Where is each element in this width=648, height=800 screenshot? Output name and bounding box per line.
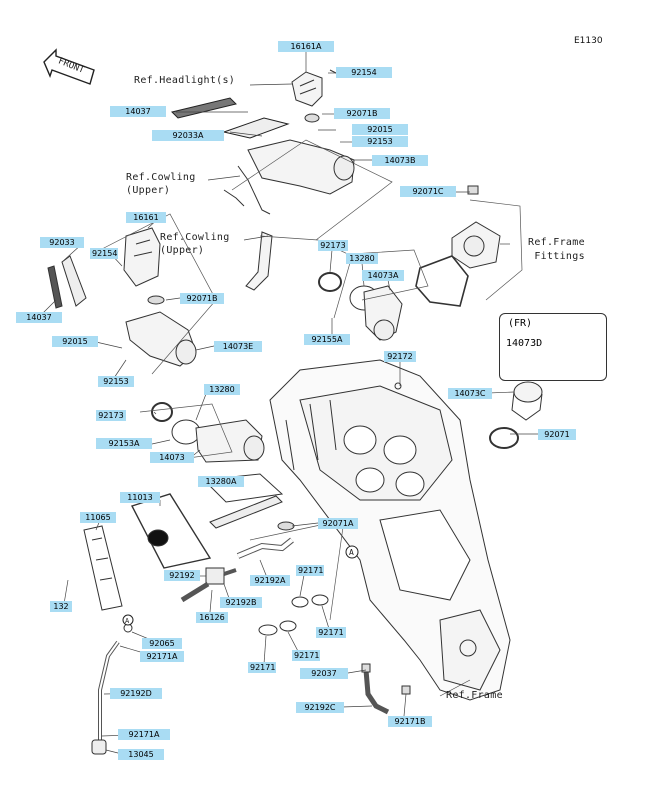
diagram-id: E1130 bbox=[574, 36, 603, 46]
part-label[interactable]: 92171A bbox=[118, 729, 170, 740]
part-label[interactable]: 92033A bbox=[152, 130, 224, 141]
part-label[interactable]: 11013 bbox=[120, 492, 160, 503]
part-label[interactable]: 14037 bbox=[16, 312, 62, 323]
part-label[interactable]: 92153 bbox=[98, 376, 134, 387]
part-label[interactable]: 92153A bbox=[96, 438, 152, 449]
part-label[interactable]: 92171 bbox=[292, 650, 320, 661]
part-label[interactable]: 92153 bbox=[352, 136, 408, 147]
part-label[interactable]: 92192A bbox=[250, 575, 290, 586]
air-filter-drawing bbox=[83, 473, 284, 611]
part-label[interactable]: 92071B bbox=[334, 108, 390, 119]
right-duct-drawing bbox=[489, 381, 543, 449]
main-airbox-frame-drawing bbox=[269, 359, 511, 701]
part-label[interactable]: 92065 bbox=[142, 638, 182, 649]
part-label[interactable]: 92033 bbox=[40, 237, 84, 248]
ref-frame-label: Ref.Frame bbox=[446, 690, 503, 701]
part-label[interactable]: 92071C bbox=[400, 186, 456, 197]
part-label[interactable]: 16126 bbox=[196, 612, 228, 623]
part-label[interactable]: 92037 bbox=[300, 668, 348, 679]
part-label[interactable]: 14073A bbox=[362, 270, 404, 281]
part-label[interactable]: 14073 bbox=[150, 452, 194, 463]
fr-variant-part-number: 14073D bbox=[506, 338, 543, 349]
part-label[interactable]: 13280 bbox=[346, 253, 378, 264]
part-label[interactable]: 92154 bbox=[90, 248, 118, 259]
part-label[interactable]: 92171 bbox=[248, 662, 276, 673]
part-label[interactable]: 92071A bbox=[318, 518, 358, 529]
right-cover-drawing bbox=[415, 185, 501, 307]
part-label[interactable]: 92192 bbox=[164, 570, 200, 581]
part-label[interactable]: 92015 bbox=[352, 124, 408, 135]
part-label[interactable]: 13045 bbox=[118, 749, 164, 760]
part-label[interactable]: 92071B bbox=[180, 293, 224, 304]
left-duct-drawing bbox=[47, 227, 273, 367]
mid-duct-drawing bbox=[151, 402, 265, 463]
part-label[interactable]: 13280A bbox=[198, 476, 244, 487]
part-label[interactable]: 14073E bbox=[214, 341, 262, 352]
fr-variant-box: (FR) 14073D bbox=[499, 313, 607, 381]
svg-text:A: A bbox=[125, 617, 130, 625]
part-label[interactable]: 16161 bbox=[126, 212, 166, 223]
drain-hose-drawing bbox=[91, 623, 133, 755]
part-label[interactable]: 16161A bbox=[278, 41, 334, 52]
part-label[interactable]: 132 bbox=[50, 601, 72, 612]
part-label[interactable]: 92173 bbox=[96, 410, 126, 421]
part-label[interactable]: 11065 bbox=[80, 512, 116, 523]
ref-cowling-upper-label-1: Ref.Cowling (Upper) bbox=[126, 172, 196, 196]
part-label[interactable]: 92154 bbox=[336, 67, 392, 78]
svg-text:A: A bbox=[349, 548, 354, 557]
part-label[interactable]: 92155A bbox=[304, 334, 350, 345]
part-label[interactable]: 92015 bbox=[52, 336, 98, 347]
part-label[interactable]: 14073B bbox=[372, 155, 428, 166]
part-label[interactable]: 14073C bbox=[448, 388, 492, 399]
ref-frame-fittings-label: Ref.Frame Fittings bbox=[528, 237, 585, 262]
part-label[interactable]: 92071 bbox=[538, 429, 576, 440]
upper-duct-drawing bbox=[318, 272, 403, 341]
part-label[interactable]: 92172 bbox=[384, 351, 416, 362]
mesh-strip-14037 bbox=[171, 97, 237, 119]
part-label[interactable]: 92173 bbox=[318, 240, 348, 251]
part-label[interactable]: 92171B bbox=[388, 716, 432, 727]
part-label[interactable]: 14037 bbox=[110, 106, 166, 117]
part-label[interactable]: 13280 bbox=[204, 384, 240, 395]
part-label[interactable]: 92192B bbox=[220, 597, 262, 608]
ref-headlight-label: Ref.Headlight(s) bbox=[134, 75, 236, 86]
headlight-bracket-drawing bbox=[223, 69, 355, 215]
reference-circle-a: A A bbox=[122, 545, 359, 626]
part-label[interactable]: 92171 bbox=[316, 627, 346, 638]
part-label[interactable]: 92171 bbox=[296, 565, 324, 576]
part-label[interactable]: 92192D bbox=[110, 688, 162, 699]
ref-cowling-upper-label-2: Ref.Cowling (Upper) bbox=[160, 232, 230, 256]
fr-variant-label: (FR) bbox=[508, 318, 533, 329]
part-label[interactable]: 92192C bbox=[296, 702, 344, 713]
part-label[interactable]: 92171A bbox=[140, 651, 184, 662]
front-arrow-icon: FRONT bbox=[43, 48, 95, 85]
